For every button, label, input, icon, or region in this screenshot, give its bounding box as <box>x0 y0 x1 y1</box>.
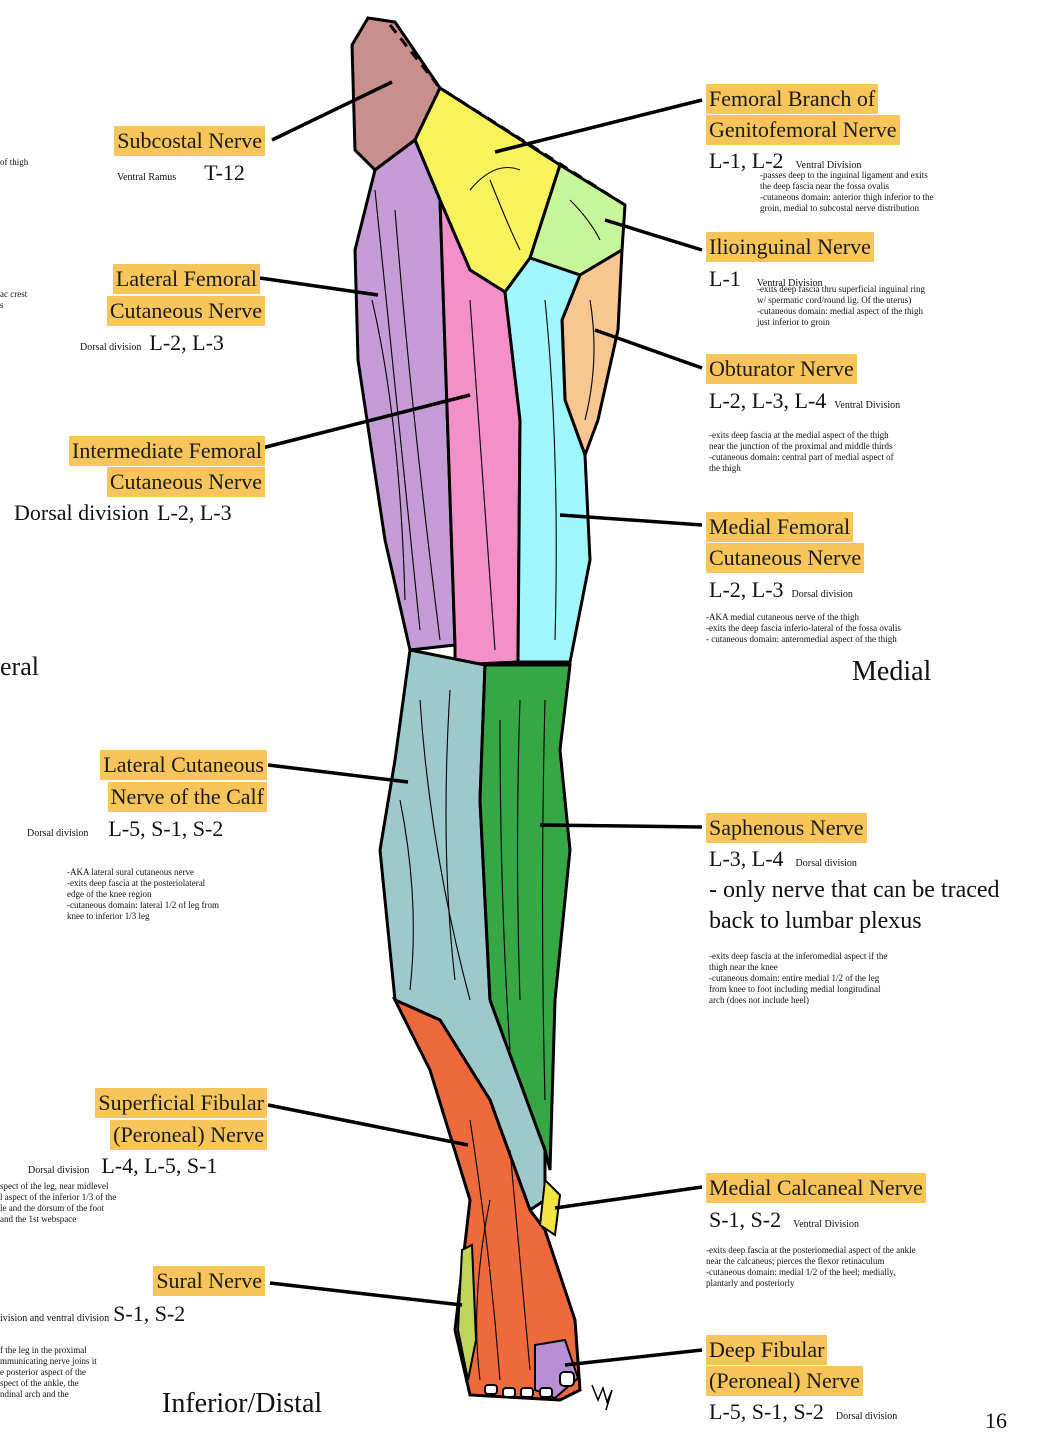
lateral-calf-label: Lateral Cutaneous <box>100 750 267 780</box>
femoral-branch-label: Femoral Branch of <box>706 84 878 114</box>
superficial-fibular-label: Superficial Fibular <box>95 1088 267 1118</box>
lateral-orientation-label: eral <box>0 652 39 682</box>
deep-fibular-info: L-5, S-1, S-2 Dorsal division <box>709 1399 897 1425</box>
obturator-notes: -exits deep fascia at the medial aspect … <box>709 430 894 474</box>
lateral-calf-info: Dorsal division L-5, S-1, S-2 <box>27 816 223 842</box>
ilioinguinal-notes: -exits deep fascia thru superficial ingu… <box>757 284 925 328</box>
superficial-fibular-info: Dorsal division L-4, L-5, S-1 <box>28 1153 217 1179</box>
obturator-info: L-2, L-3, L-4 Ventral Division <box>709 388 900 414</box>
deep-fibular-label-2: (Peroneal) Nerve <box>706 1366 863 1396</box>
edge-text-crest: ac crest <box>0 289 27 300</box>
medial-calcaneal-notes: -exits deep fascia at the posteriomedial… <box>706 1245 916 1289</box>
intermediate-femoral-label: Intermediate Femoral <box>69 436 265 466</box>
saphenous-highlight-note-2: back to lumbar plexus <box>709 908 922 935</box>
saphenous-highlight-note: - only nerve that can be traced <box>709 877 1000 904</box>
medial-calcaneal-label: Medial Calcaneal Nerve <box>706 1173 926 1203</box>
signature-mark <box>592 1385 612 1410</box>
medial-femoral-label: Medial Femoral <box>706 512 853 542</box>
deep-fibular-label: Deep Fibular <box>706 1335 827 1365</box>
lateral-femoral-info: Dorsal division L-2, L-3 <box>80 330 224 356</box>
saphenous-info: L-3, L-4 Dorsal division <box>709 846 857 872</box>
inferior-orientation-label: Inferior/Distal <box>162 1388 322 1420</box>
ilioinguinal-label: Ilioinguinal Nerve <box>706 232 874 262</box>
edge-text-thigh: of thigh <box>0 157 28 168</box>
sural-nerve-notes: f the leg in the proximal mmunicating ne… <box>0 1345 97 1400</box>
medial-femoral-info: L-2, L-3 Dorsal division <box>709 577 853 603</box>
medial-calcaneal-info: S-1, S-2 Ventral Division <box>709 1207 859 1233</box>
sural-nerve-label: Sural Nerve <box>153 1266 265 1296</box>
lateral-calf-label-2: Nerve of the Calf <box>108 782 267 812</box>
intermediate-femoral-info: Dorsal division L-2, L-3 <box>14 500 232 526</box>
subcostal-nerve-label: Subcostal Nerve <box>114 126 265 156</box>
femoral-branch-label-2: Genitofemoral Nerve <box>706 115 900 145</box>
medial-orientation-label: Medial <box>852 656 931 688</box>
obturator-label: Obturator Nerve <box>706 354 857 384</box>
superficial-fibular-notes: spect of the leg, near midlevel l aspect… <box>0 1181 116 1225</box>
femoral-branch-notes: -passes deep to the inguinal ligament an… <box>760 170 933 214</box>
subcostal-nerve-info: Ventral Ramus T-12 <box>117 160 245 186</box>
sural-nerve-info: ivision and ventral division S-1, S-2 <box>0 1301 185 1327</box>
edge-text-crest-2: s <box>0 300 4 311</box>
intermediate-femoral-label-2: Cutaneous Nerve <box>107 467 265 497</box>
medial-femoral-notes: -AKA medial cutaneous nerve of the thigh… <box>706 612 901 645</box>
saphenous-label: Saphenous Nerve <box>706 813 867 843</box>
lateral-femoral-label-2: Cutaneous Nerve <box>107 296 265 326</box>
medial-femoral-label-2: Cutaneous Nerve <box>706 543 864 573</box>
saphenous-notes: -exits deep fascia at the inferomedial a… <box>709 951 887 1006</box>
page-number: 16 <box>985 1412 1007 1430</box>
superficial-fibular-label-2: (Peroneal) Nerve <box>110 1120 267 1150</box>
lateral-femoral-label: Lateral Femoral <box>113 264 260 294</box>
lateral-calf-notes: -AKA lateral sural cutaneous nerve -exit… <box>67 867 219 922</box>
